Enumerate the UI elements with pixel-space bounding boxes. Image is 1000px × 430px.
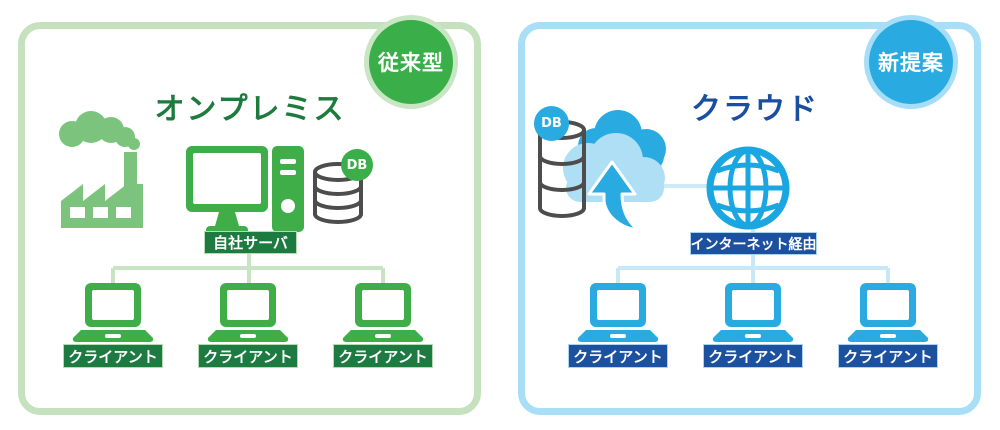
company-server-label: 自社サーバ — [204, 231, 297, 254]
traditional-badge-label: 従来型 — [378, 51, 444, 75]
client-label: クライアント — [63, 344, 163, 368]
laptop-icon — [577, 283, 659, 342]
factory-icon — [59, 111, 143, 228]
cloud-globe-connector — [655, 184, 710, 188]
laptop-icon — [847, 283, 929, 342]
cloud-upload-icon — [563, 110, 666, 232]
laptop-icon — [712, 283, 794, 342]
laptop-icon — [342, 283, 424, 342]
new-proposal-badge-label: 新提案 — [878, 51, 944, 75]
client-label: クライアント — [838, 344, 938, 368]
network-tree — [616, 228, 890, 288]
db-badge: DB — [341, 149, 373, 181]
db-badge: DB — [534, 106, 569, 141]
desktop-icon — [186, 146, 268, 235]
db-badge-label: DB — [346, 157, 368, 173]
client-label: クライアント — [333, 344, 433, 368]
client-label: クライアント — [568, 344, 668, 368]
client-label: クライアント — [703, 344, 803, 368]
cloud-title: クラウド — [691, 92, 819, 127]
new-proposal-badge: 新提案 — [864, 15, 958, 109]
server-tower-icon — [272, 146, 304, 232]
db-badge-label: DB — [541, 116, 562, 131]
internet-label: インターネット経由 — [690, 232, 817, 255]
laptop-icon — [72, 283, 154, 342]
laptop-icon — [207, 283, 289, 342]
globe-icon — [706, 146, 790, 230]
client-label: クライアント — [198, 344, 298, 368]
traditional-badge: 従来型 — [364, 15, 458, 109]
network-tree — [111, 254, 385, 290]
on-premises-title: オンプレミス — [154, 92, 346, 127]
